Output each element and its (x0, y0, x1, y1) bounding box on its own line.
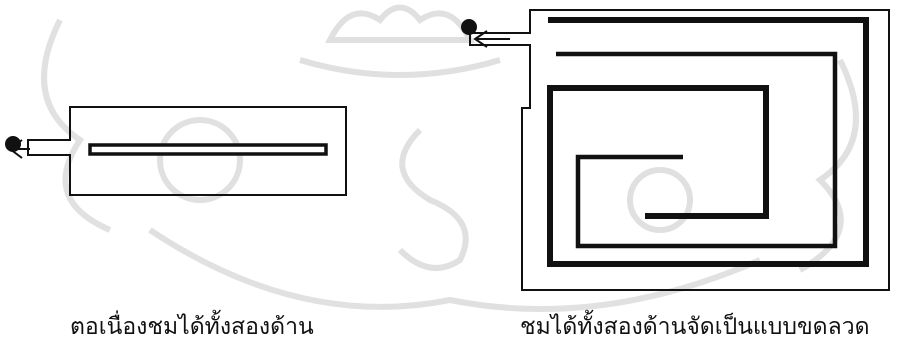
caption-continuous-gallery: ตอเนื่องชมได้ทั้งสองด้าน (70, 316, 314, 339)
watermark-center-swirl (400, 130, 466, 268)
left-display-wall (90, 145, 326, 154)
caption-coil-gallery: ชมได้ทั้งสองด้านจัดเป็นแบบขดลวด (520, 316, 870, 339)
watermark-right-flame (800, 60, 856, 270)
right-coil-wall (548, 20, 866, 264)
watermark-band (300, 60, 500, 75)
watermark-crown (330, 8, 470, 41)
watermark-lower-arc (150, 230, 760, 309)
start-dot-icon (461, 19, 477, 35)
right-diagram (461, 10, 889, 290)
watermark-left-flame (44, 20, 110, 230)
watermark-left-ring (160, 120, 240, 200)
watermark-right-ring (630, 170, 690, 230)
